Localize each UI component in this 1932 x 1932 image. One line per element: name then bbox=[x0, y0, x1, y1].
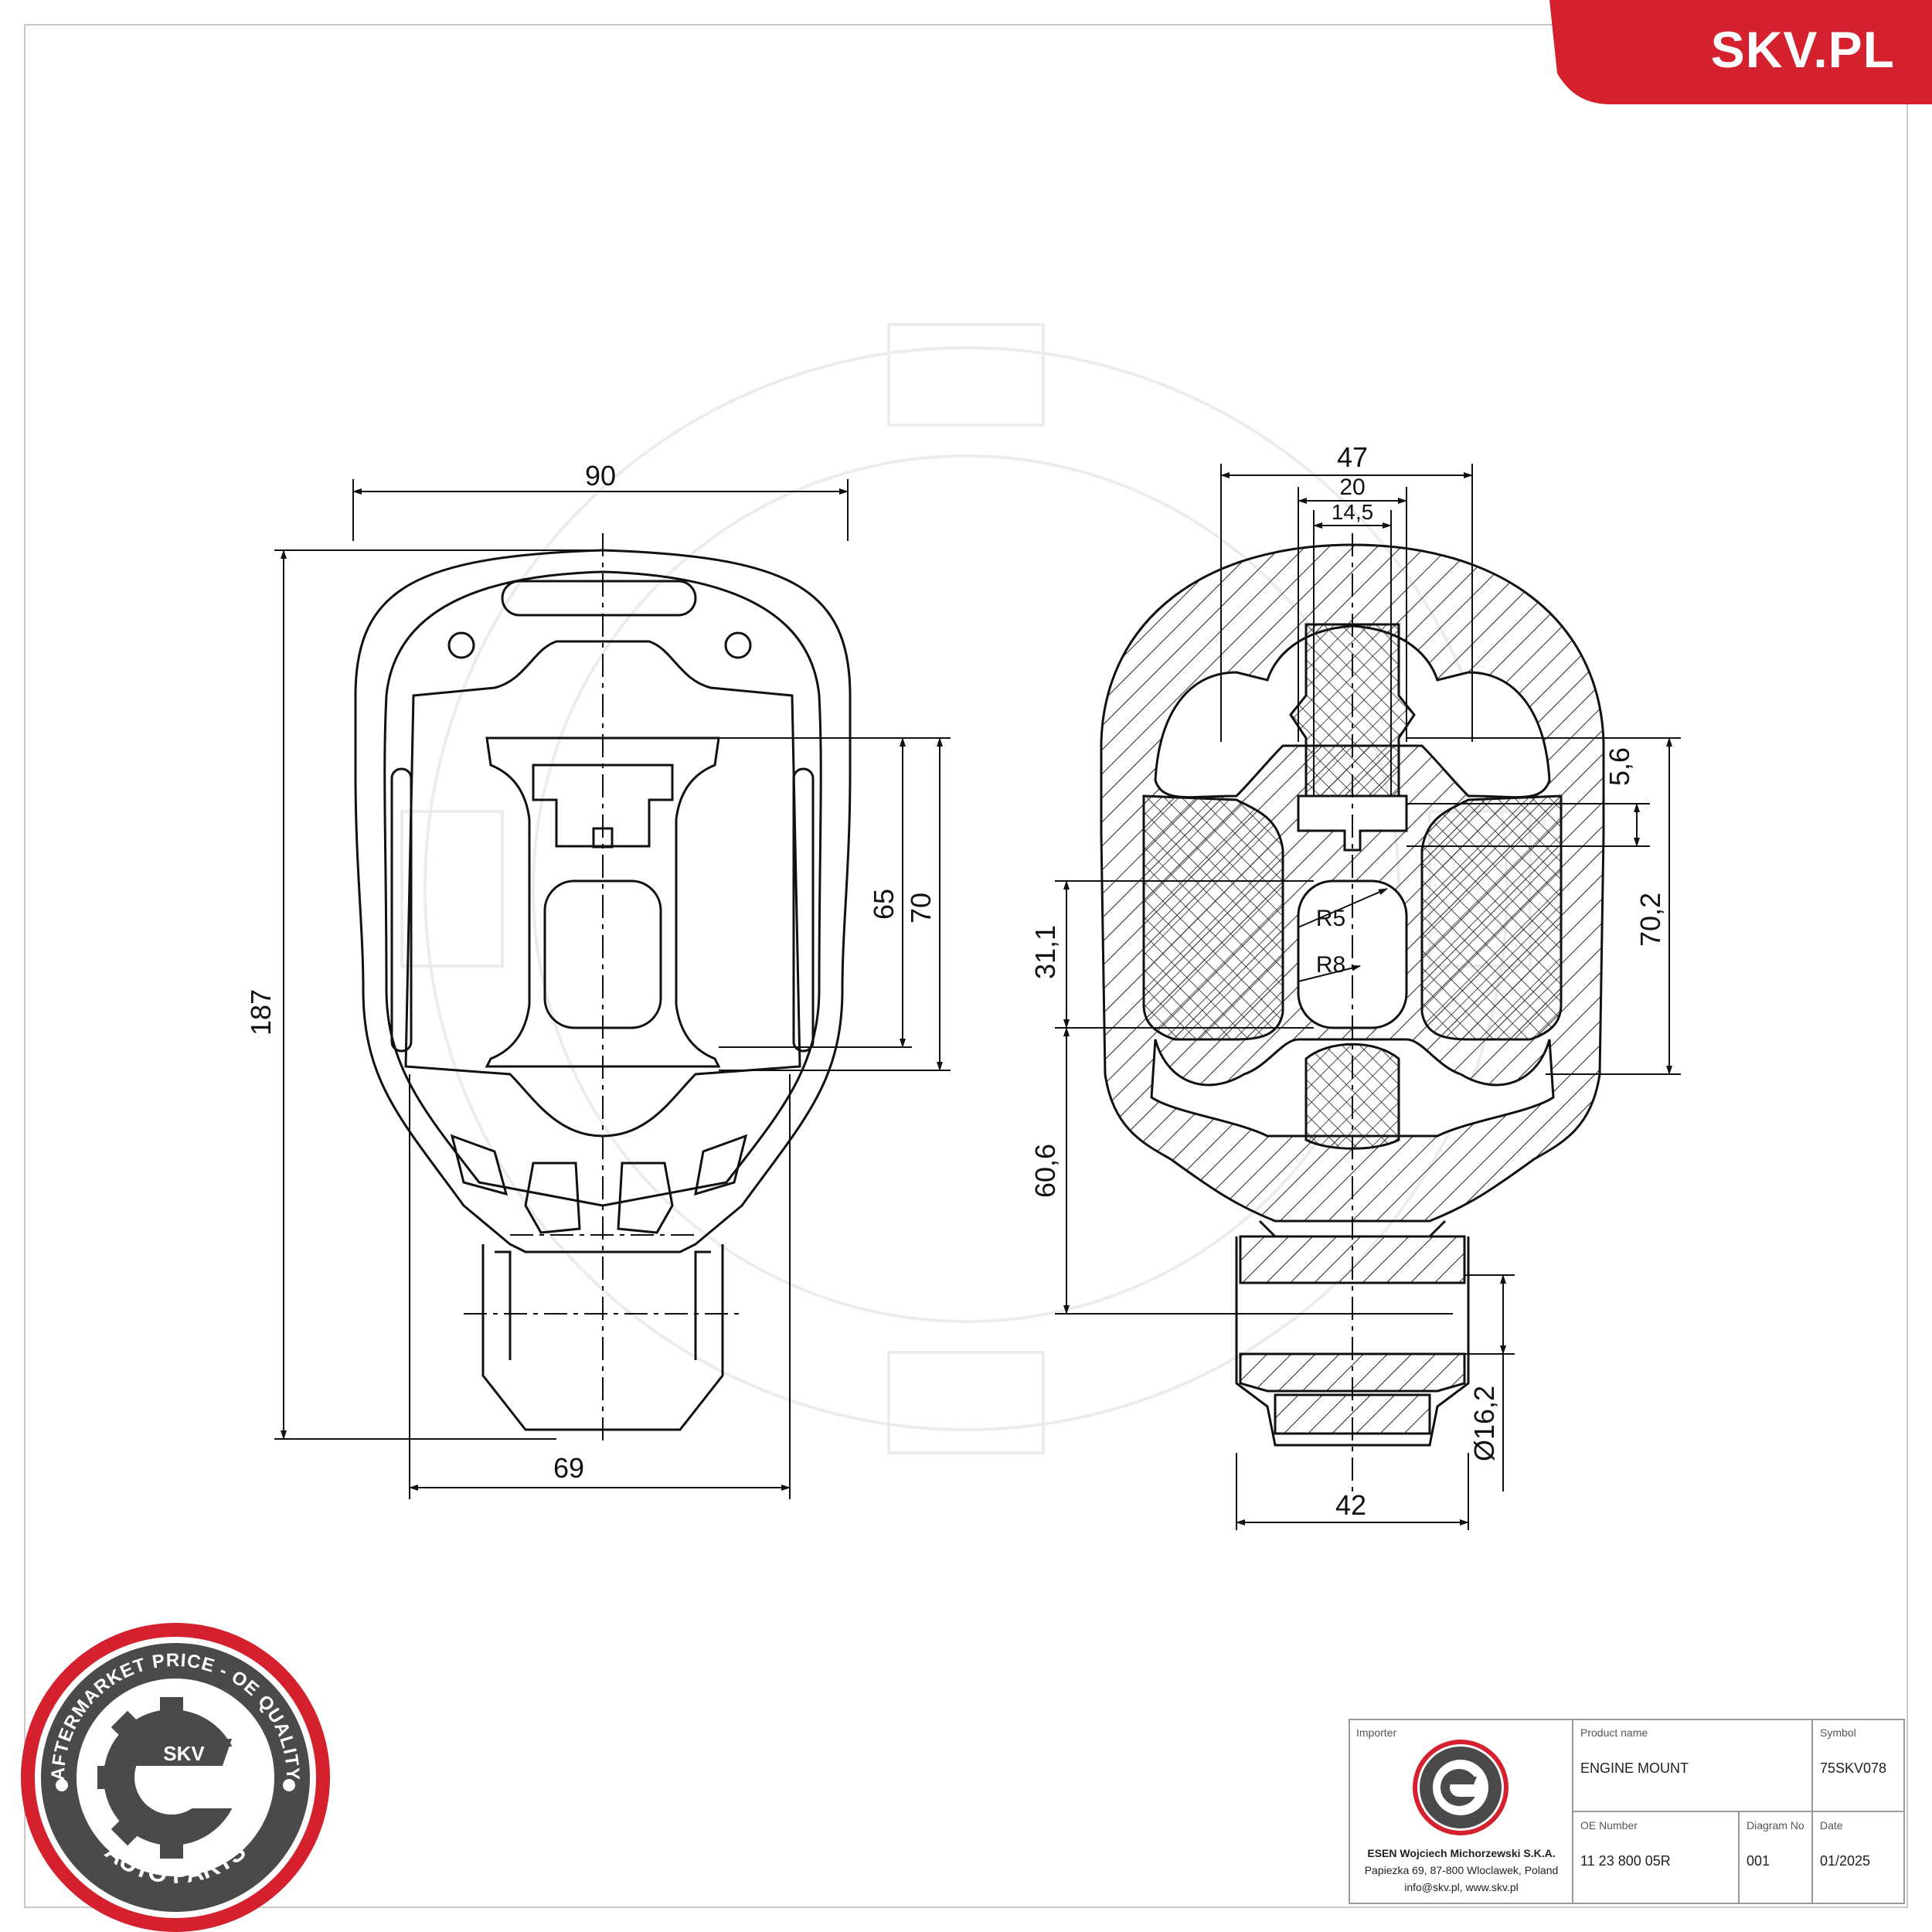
side-radius-r5: R5 bbox=[1316, 906, 1345, 931]
product-name-value: ENGINE MOUNT bbox=[1580, 1760, 1689, 1776]
front-top-slot bbox=[501, 580, 697, 617]
front-lower-pocket-1 bbox=[450, 1134, 509, 1196]
importer-address: Papiezka 69, 87-800 Wloclawek, Poland bbox=[1364, 1864, 1559, 1876]
side-bushing-neck bbox=[1258, 1219, 1447, 1238]
front-cavity bbox=[404, 640, 801, 1138]
oe-number-value: 11 23 800 05R bbox=[1580, 1853, 1671, 1869]
brand-corner-shape bbox=[1549, 0, 1932, 104]
side-dim-47: 47 bbox=[1337, 441, 1368, 473]
front-dim-187: 187 bbox=[245, 989, 277, 1036]
importer-contact: info@skv.pl, www.skv.pl bbox=[1404, 1881, 1519, 1893]
importer-label: Importer bbox=[1356, 1726, 1397, 1739]
title-block: Importer ESEN Wojciech Michorzewski S.K.… bbox=[1349, 1719, 1905, 1904]
front-bar-right bbox=[792, 767, 815, 1053]
side-bushing-base bbox=[1274, 1393, 1431, 1435]
title-block-grid bbox=[1572, 1719, 1905, 1904]
side-dim-60-6: 60,6 bbox=[1029, 1144, 1061, 1198]
oe-number-label: OE Number bbox=[1580, 1819, 1638, 1832]
side-dim-31-1: 31,1 bbox=[1029, 925, 1061, 979]
diagram-no-value: 001 bbox=[1747, 1853, 1770, 1869]
front-core bbox=[485, 736, 721, 1068]
diagram-no-label: Diagram No bbox=[1747, 1819, 1804, 1832]
sheet-frame bbox=[24, 24, 1908, 1908]
front-lower-pocket-3 bbox=[617, 1162, 674, 1234]
front-dimensions bbox=[274, 479, 951, 1499]
front-outer-body bbox=[354, 549, 852, 1253]
side-rubber-core bbox=[1142, 794, 1284, 1041]
side-dim-diameter: Ø16,2 bbox=[1468, 1386, 1500, 1461]
front-lower-pocket-2 bbox=[524, 1162, 581, 1234]
seal-center-text: SKV bbox=[163, 1742, 205, 1765]
side-dim-14-5: 14,5 bbox=[1332, 500, 1374, 524]
date-value: 01/2025 bbox=[1820, 1853, 1871, 1869]
front-dim-69: 69 bbox=[553, 1452, 584, 1484]
skv-seal-logo: AFTERMARKET PRICE - OE QUALITY AUTO PART… bbox=[21, 1623, 330, 1932]
seal-banner bbox=[136, 1739, 232, 1766]
side-dim-70-2: 70,2 bbox=[1634, 893, 1666, 947]
brand-site-label[interactable]: SKV.PL bbox=[1710, 21, 1895, 78]
side-radius-r8: R8 bbox=[1316, 952, 1345, 978]
front-dim-90: 90 bbox=[585, 460, 616, 492]
front-t-insert bbox=[532, 764, 674, 848]
front-lower-pocket-4 bbox=[694, 1134, 748, 1196]
side-rubber-core-right bbox=[1420, 794, 1563, 1041]
brand-badge[interactable]: SKV.PL bbox=[1546, 0, 1932, 104]
front-dim-70: 70 bbox=[905, 893, 937, 923]
side-dimensions bbox=[1055, 464, 1681, 1530]
date-label: Date bbox=[1820, 1819, 1843, 1832]
symbol-value: 75SKV078 bbox=[1820, 1760, 1887, 1776]
side-dim-5-6: 5,6 bbox=[1604, 747, 1635, 786]
side-bushing-outline bbox=[1235, 1236, 1470, 1447]
importer-seal-icon bbox=[1413, 1740, 1509, 1835]
front-inner-frame bbox=[383, 570, 822, 1207]
side-dim-20: 20 bbox=[1339, 474, 1365, 500]
front-bar-left bbox=[390, 767, 413, 1053]
front-dim-65: 65 bbox=[868, 889, 900, 920]
side-dim-42: 42 bbox=[1335, 1489, 1366, 1521]
importer-name: ESEN Wojciech Michorzewski S.K.A. bbox=[1367, 1847, 1556, 1859]
front-centerlines bbox=[464, 533, 742, 1445]
front-hole-right bbox=[724, 631, 752, 659]
product-name-label: Product name bbox=[1580, 1726, 1648, 1739]
front-hole-left bbox=[447, 631, 475, 659]
symbol-label: Symbol bbox=[1820, 1726, 1856, 1739]
